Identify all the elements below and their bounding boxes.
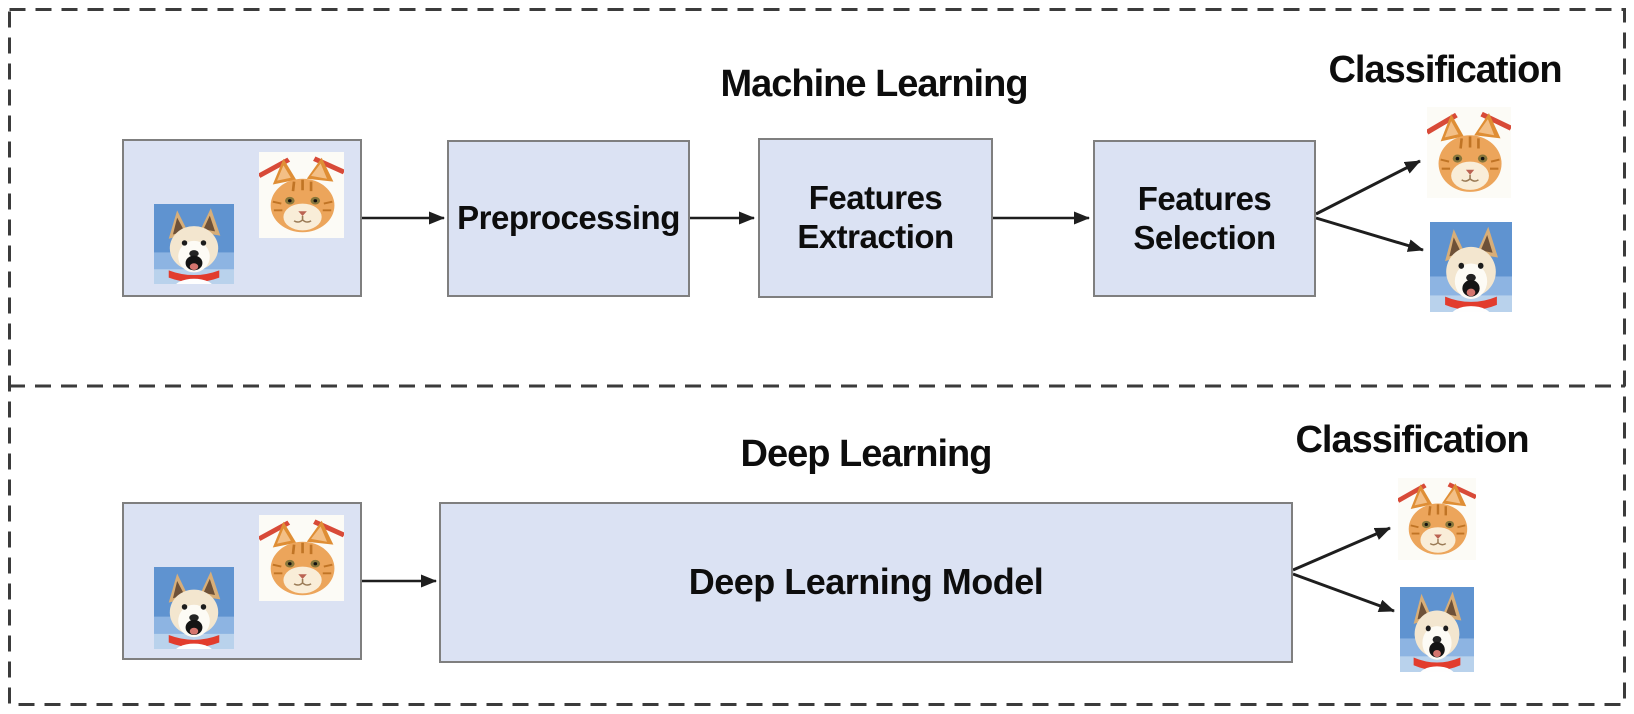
ml-step-preprocessing-box: Preprocessing <box>447 140 690 297</box>
dog-photo <box>1400 587 1474 672</box>
ml-title: Machine Learning <box>720 63 1028 105</box>
ml-step-features-extraction-label: Features Extraction <box>797 179 954 255</box>
ml-step-features-selection-label: Features Selection <box>1133 179 1276 256</box>
dog-photo <box>154 567 234 649</box>
cat-photo <box>259 515 344 601</box>
dl-input-images-box <box>122 502 362 660</box>
ml-arrow-selection-to-cat <box>1315 159 1421 216</box>
dl-classification-title: Classification <box>1295 419 1529 461</box>
dl-model-box: Deep Learning Model <box>439 502 1293 663</box>
dog-photo <box>1430 222 1512 312</box>
dl-arrow-model-to-cat <box>1292 526 1391 572</box>
cat-photo <box>259 152 344 238</box>
ml-classification-title: Classification <box>1328 49 1562 91</box>
dl-title: Deep Learning <box>740 433 993 475</box>
ml-step-features-extraction-box: Features Extraction <box>758 138 993 298</box>
dl-model-label: Deep Learning Model <box>688 561 1044 603</box>
dl-arrow-model-to-dog <box>1292 572 1395 613</box>
cat-photo <box>1427 107 1511 198</box>
cat-photo <box>1398 478 1476 560</box>
dog-photo <box>154 204 234 284</box>
ml-step-features-selection-box: Features Selection <box>1093 140 1316 297</box>
ml-step-preprocessing-label: Preprocessing <box>457 199 680 237</box>
ml-arrow-selection-to-dog <box>1315 216 1424 252</box>
ml-input-images-box <box>122 139 362 297</box>
